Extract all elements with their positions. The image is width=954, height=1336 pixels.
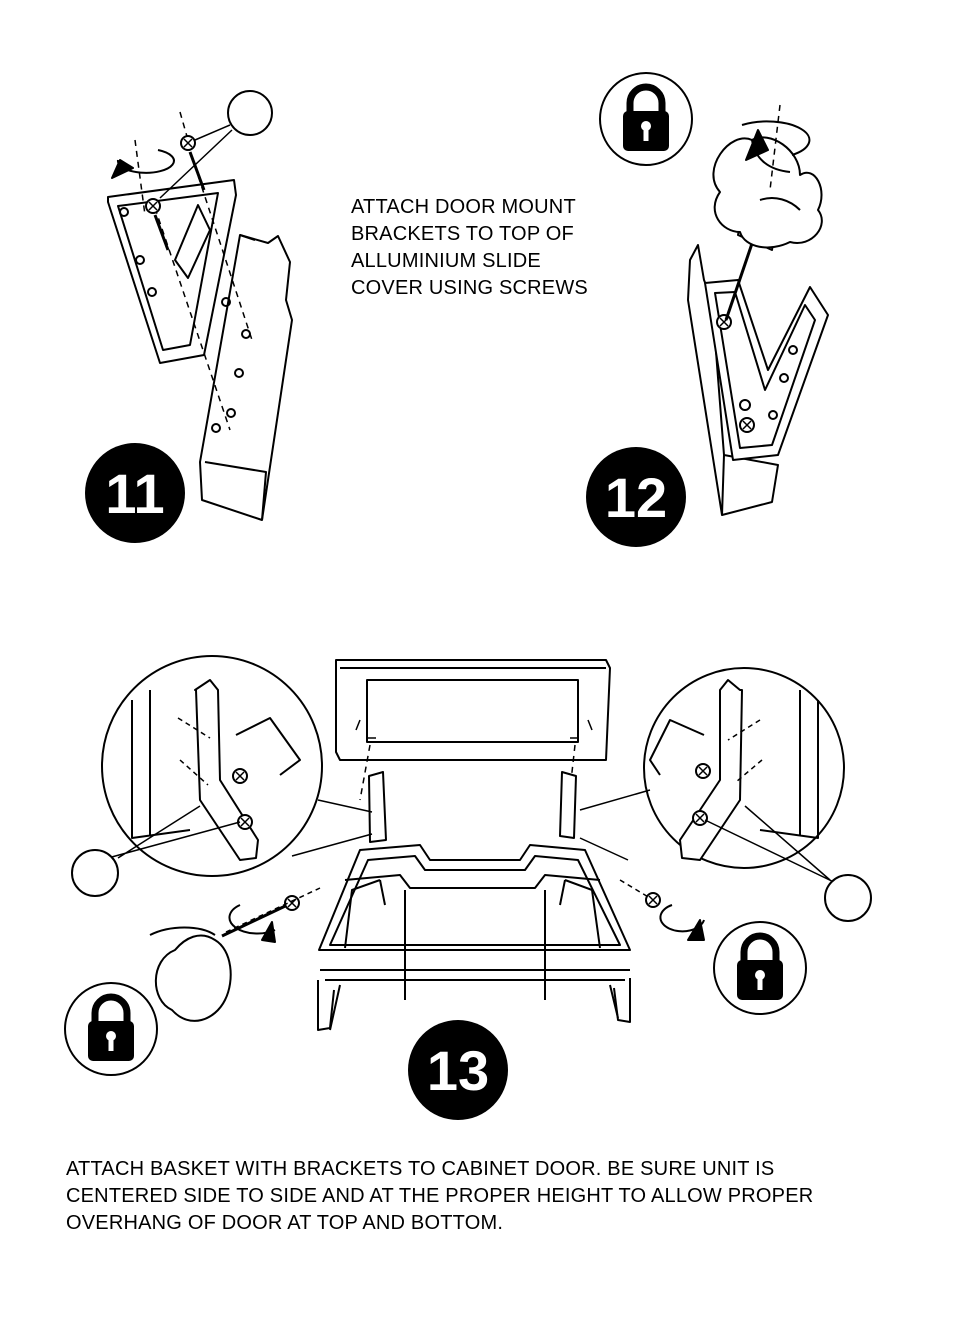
step-13-lock-left — [65, 983, 157, 1075]
caption-bottom-line: ATTACH BASKET WITH BRACKETS TO CABINET D… — [66, 1158, 775, 1180]
caption-top-line: BRACKETS TO TOP OF — [351, 223, 574, 245]
caption-top-line: ALLUMINIUM SLIDE — [351, 250, 541, 272]
caption-top-line: COVER USING SCREWS — [351, 277, 588, 299]
caption-attach-door-mount: ATTACH DOOR MOUNT BRACKETS TO TOP OF ALL… — [351, 194, 651, 302]
step-13-badge: 13 — [408, 1020, 508, 1120]
step-12-lock — [600, 73, 692, 165]
step-13-lock-right — [714, 922, 806, 1014]
caption-top-line: ATTACH DOOR MOUNT — [351, 196, 576, 218]
caption-bottom-line: OVERHANG OF DOOR AT TOP AND BOTTOM. — [66, 1212, 504, 1234]
caption-attach-basket: ATTACH BASKET WITH BRACKETS TO CABINET D… — [66, 1156, 896, 1237]
step-12-number: 12 — [605, 466, 667, 529]
step-13-number: 13 — [427, 1039, 489, 1102]
caption-bottom-line: CENTERED SIDE TO SIDE AND AT THE PROPER … — [66, 1185, 814, 1207]
step-11-badge: 11 — [85, 443, 185, 543]
step-11-number: 11 — [105, 462, 164, 525]
step-11-diagram — [107, 90, 293, 521]
step-13-diagram — [71, 655, 872, 1031]
step-12-diagram — [687, 104, 829, 516]
step-12-badge: 12 — [586, 447, 686, 547]
